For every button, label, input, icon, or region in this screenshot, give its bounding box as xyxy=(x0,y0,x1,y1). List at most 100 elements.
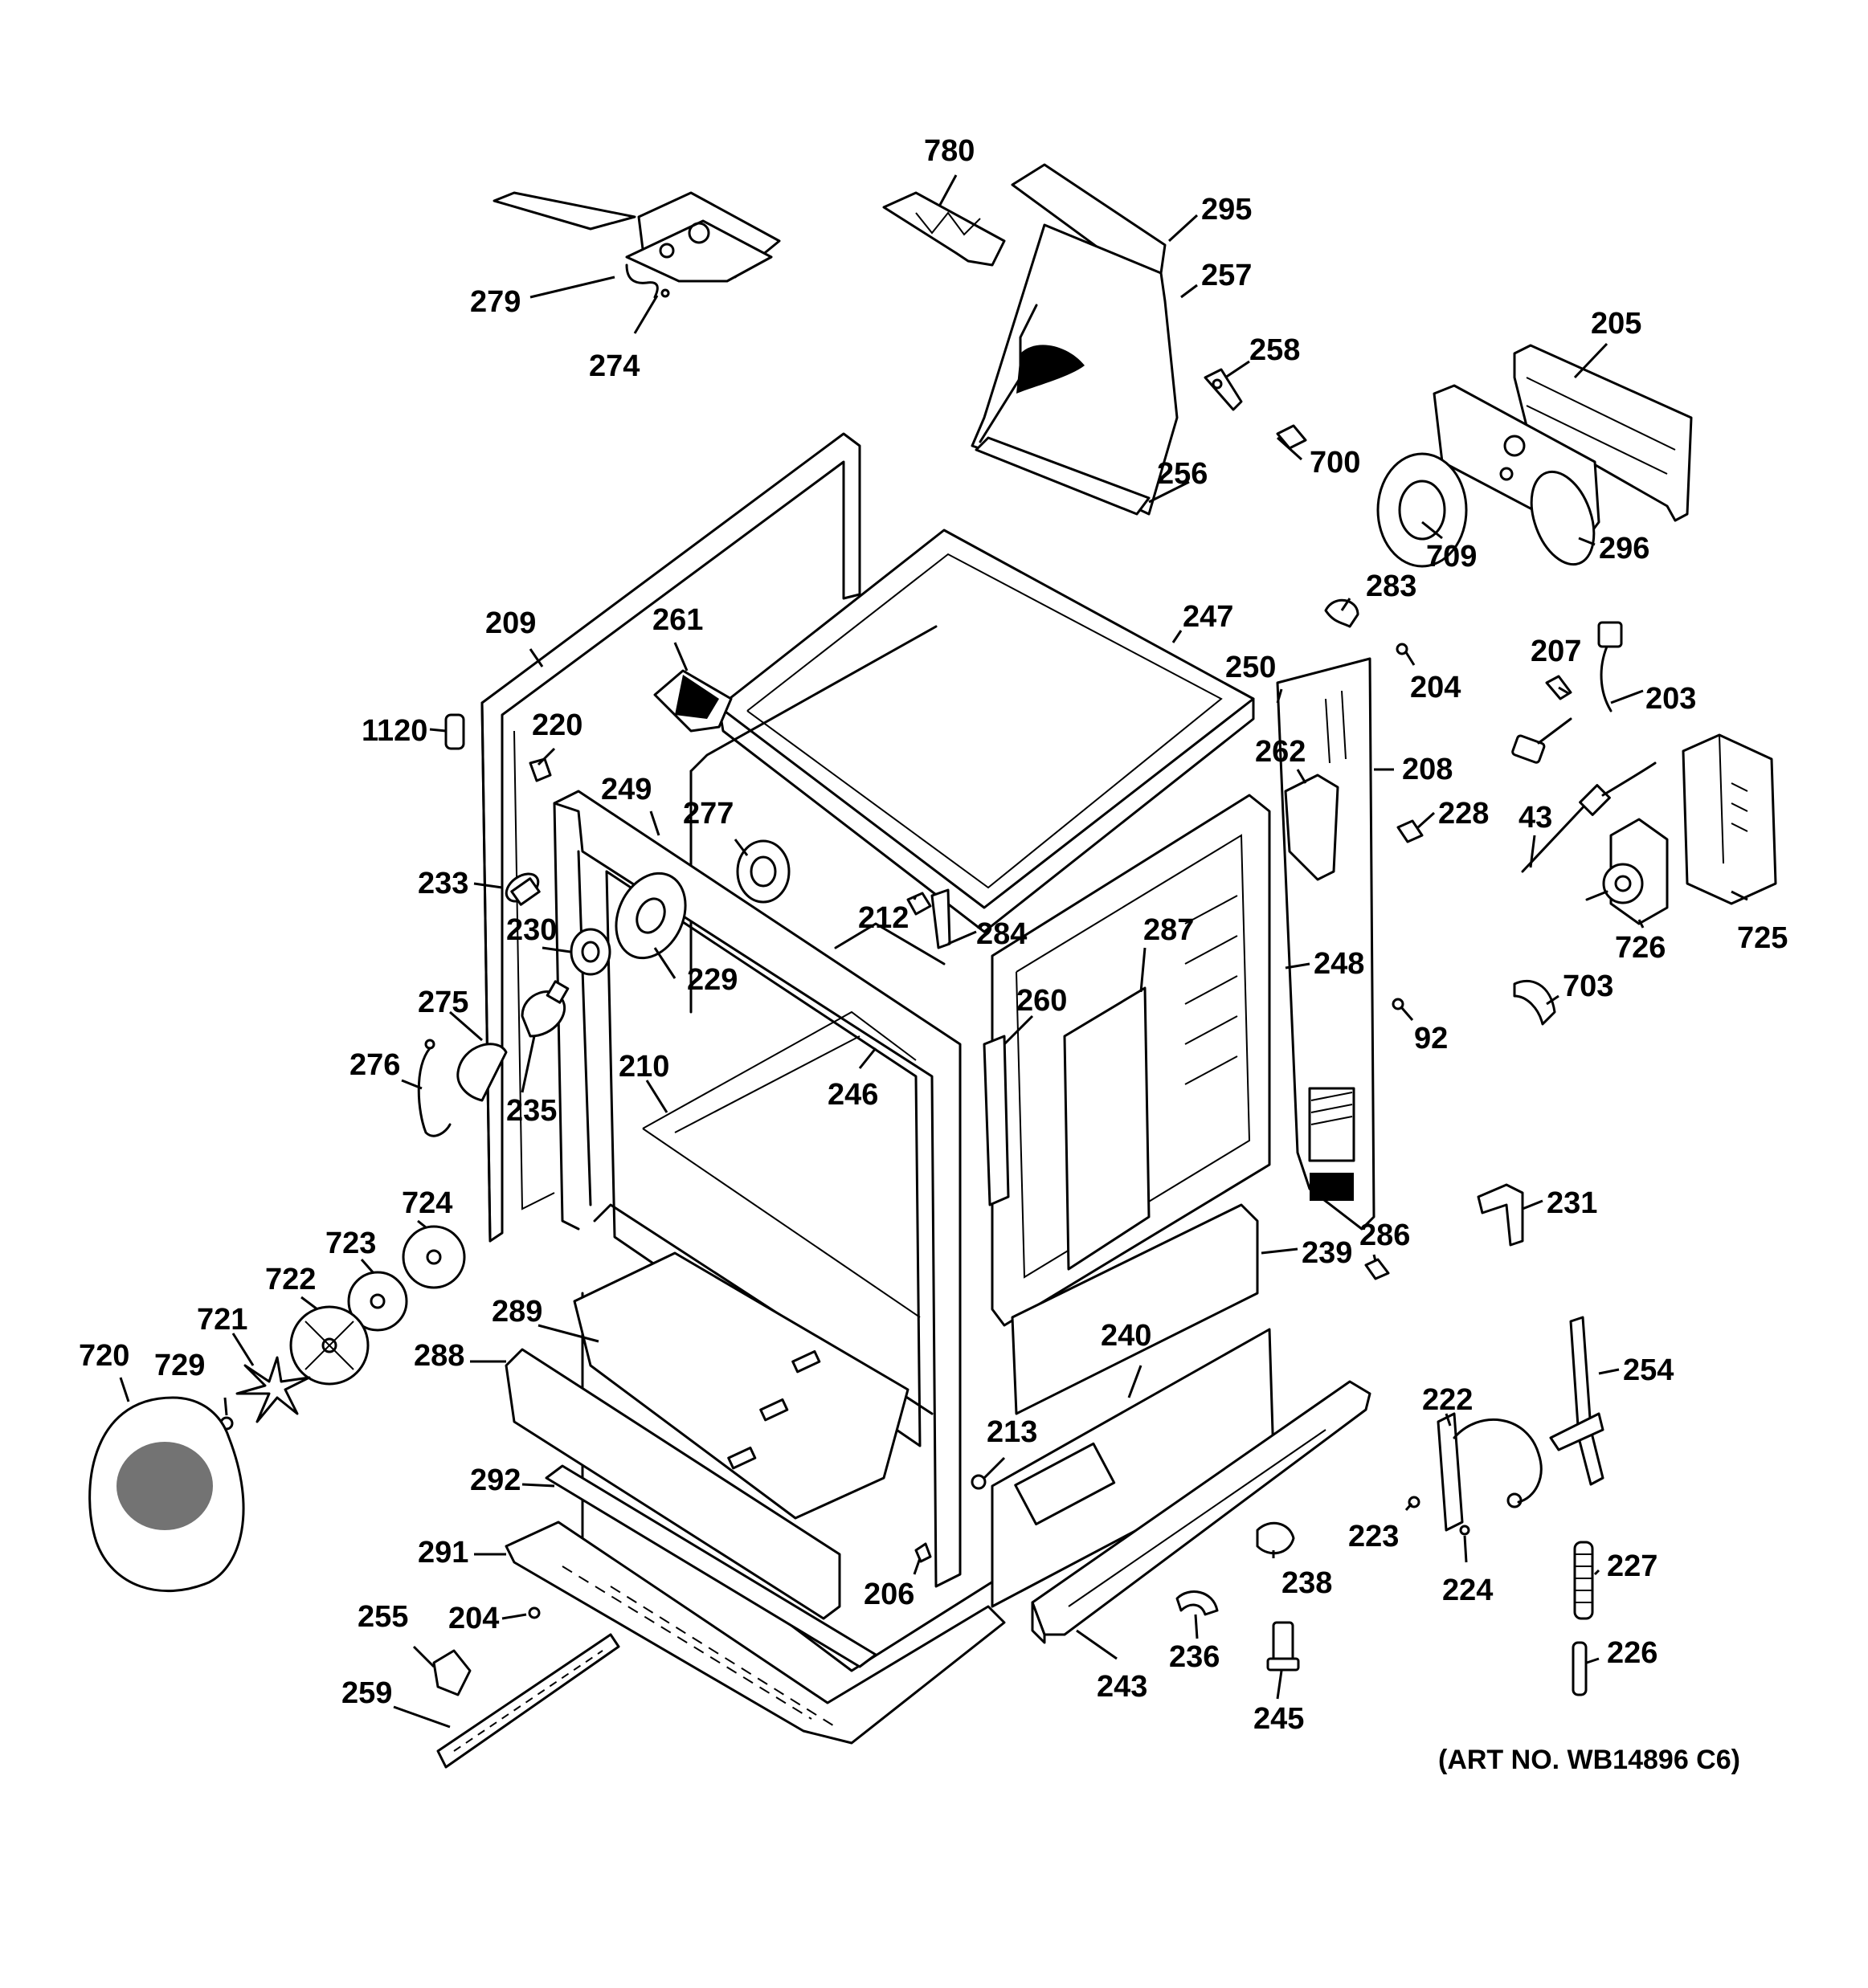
callout-726: 726 xyxy=(1615,931,1666,965)
callout-276: 276 xyxy=(349,1048,400,1082)
callout-92: 92 xyxy=(1414,1022,1448,1055)
callout-284: 284 xyxy=(976,917,1027,951)
part-231 xyxy=(1477,1183,1524,1247)
screw-204-top xyxy=(1396,643,1408,655)
callout-204: 204 xyxy=(448,1602,499,1635)
callout-279: 279 xyxy=(470,285,521,319)
screw-92 xyxy=(1392,998,1404,1010)
door-lock-assembly xyxy=(493,191,781,299)
sensor-43 xyxy=(1521,761,1657,873)
callout-230: 230 xyxy=(506,913,557,947)
callout-262: 262 xyxy=(1255,735,1306,769)
part-284 xyxy=(930,888,951,949)
callout-274: 274 xyxy=(589,349,640,383)
callout-700: 700 xyxy=(1310,446,1360,480)
callout-248: 248 xyxy=(1314,947,1364,981)
callout-222: 222 xyxy=(1422,1383,1473,1417)
spring-227 xyxy=(1573,1541,1594,1620)
callout-286: 286 xyxy=(1359,1219,1410,1252)
callout-243: 243 xyxy=(1097,1670,1147,1704)
callout-296: 296 xyxy=(1599,532,1649,565)
callout-210: 210 xyxy=(619,1050,669,1084)
callout-277: 277 xyxy=(683,797,734,831)
callout-724: 724 xyxy=(402,1186,452,1220)
callout-283: 283 xyxy=(1366,569,1416,603)
callout-1120: 1120 xyxy=(362,714,427,748)
hinge-222 xyxy=(1437,1412,1543,1532)
callout-212: 212 xyxy=(858,901,909,935)
callout-275: 275 xyxy=(418,986,468,1019)
part-780 xyxy=(882,191,1006,267)
callout-206: 206 xyxy=(864,1578,914,1611)
callout-725: 725 xyxy=(1737,921,1788,955)
callout-287: 287 xyxy=(1143,913,1194,947)
part-236 xyxy=(1175,1590,1219,1616)
motor-cover-725 xyxy=(1682,733,1777,905)
callout-205: 205 xyxy=(1591,307,1641,341)
callout-235: 235 xyxy=(506,1094,557,1128)
convection-shroud xyxy=(1376,344,1693,568)
part-1120 xyxy=(444,713,465,750)
vent-duct xyxy=(971,163,1179,516)
callout-226: 226 xyxy=(1607,1636,1657,1670)
screw-206 xyxy=(914,1542,932,1563)
part-261 xyxy=(653,669,733,733)
callout-236: 236 xyxy=(1169,1640,1220,1674)
oven-light-assembly xyxy=(417,872,687,1137)
part-283 xyxy=(1324,598,1359,628)
callout-246: 246 xyxy=(828,1078,878,1112)
callout-231: 231 xyxy=(1547,1186,1597,1220)
callout-723: 723 xyxy=(325,1227,376,1260)
oven-cabinet xyxy=(505,529,1371,1745)
callout-291: 291 xyxy=(418,1536,468,1570)
part-220 xyxy=(529,757,552,782)
callout-259: 259 xyxy=(341,1676,392,1710)
part-700 xyxy=(1276,424,1307,450)
callout-249: 249 xyxy=(601,773,652,806)
callout-709: 709 xyxy=(1426,540,1477,574)
clip-213 xyxy=(971,1474,987,1490)
callout-245: 245 xyxy=(1253,1702,1304,1736)
part-255 xyxy=(432,1649,472,1696)
callout-780: 780 xyxy=(924,134,975,168)
callout-258: 258 xyxy=(1249,333,1300,367)
convection-motor-726 xyxy=(1585,818,1669,925)
callout-224: 224 xyxy=(1442,1574,1493,1607)
drawer-slide-259 xyxy=(436,1633,620,1769)
callout-208: 208 xyxy=(1402,753,1453,786)
callout-238: 238 xyxy=(1281,1566,1332,1600)
callout-254: 254 xyxy=(1623,1353,1674,1387)
callout-229: 229 xyxy=(687,963,738,997)
part-286 xyxy=(1364,1258,1390,1280)
callout-43: 43 xyxy=(1519,801,1552,835)
part-260 xyxy=(983,1035,1010,1206)
leader-lines xyxy=(119,174,1748,1729)
callout-257: 257 xyxy=(1201,259,1252,292)
callout-722: 722 xyxy=(265,1263,316,1296)
bracket-262 xyxy=(1284,774,1339,881)
part-703 xyxy=(1513,979,1556,1026)
callout-720: 720 xyxy=(79,1339,129,1373)
callout-203: 203 xyxy=(1645,682,1696,716)
callout-240: 240 xyxy=(1101,1319,1151,1353)
callout-204: 204 xyxy=(1410,671,1461,704)
callout-295: 295 xyxy=(1201,193,1252,227)
callout-labels: 780 295 257 258 700 256 205 709 296 279 … xyxy=(79,134,1788,1736)
callout-223: 223 xyxy=(1348,1520,1399,1553)
wire-harness-203 xyxy=(1597,621,1623,712)
screw-224 xyxy=(1459,1525,1470,1536)
link-226 xyxy=(1572,1641,1588,1696)
part-277 xyxy=(736,839,791,904)
callout-213: 213 xyxy=(987,1415,1037,1449)
callout-260: 260 xyxy=(1016,984,1067,1018)
callout-292: 292 xyxy=(470,1463,521,1497)
callout-261: 261 xyxy=(652,603,703,637)
callout-228: 228 xyxy=(1438,797,1489,831)
callout-289: 289 xyxy=(492,1295,542,1329)
callout-721: 721 xyxy=(197,1303,247,1337)
part-238 xyxy=(1256,1521,1295,1555)
callout-250: 250 xyxy=(1225,651,1276,684)
callout-227: 227 xyxy=(1607,1549,1657,1583)
callout-209: 209 xyxy=(485,606,536,640)
